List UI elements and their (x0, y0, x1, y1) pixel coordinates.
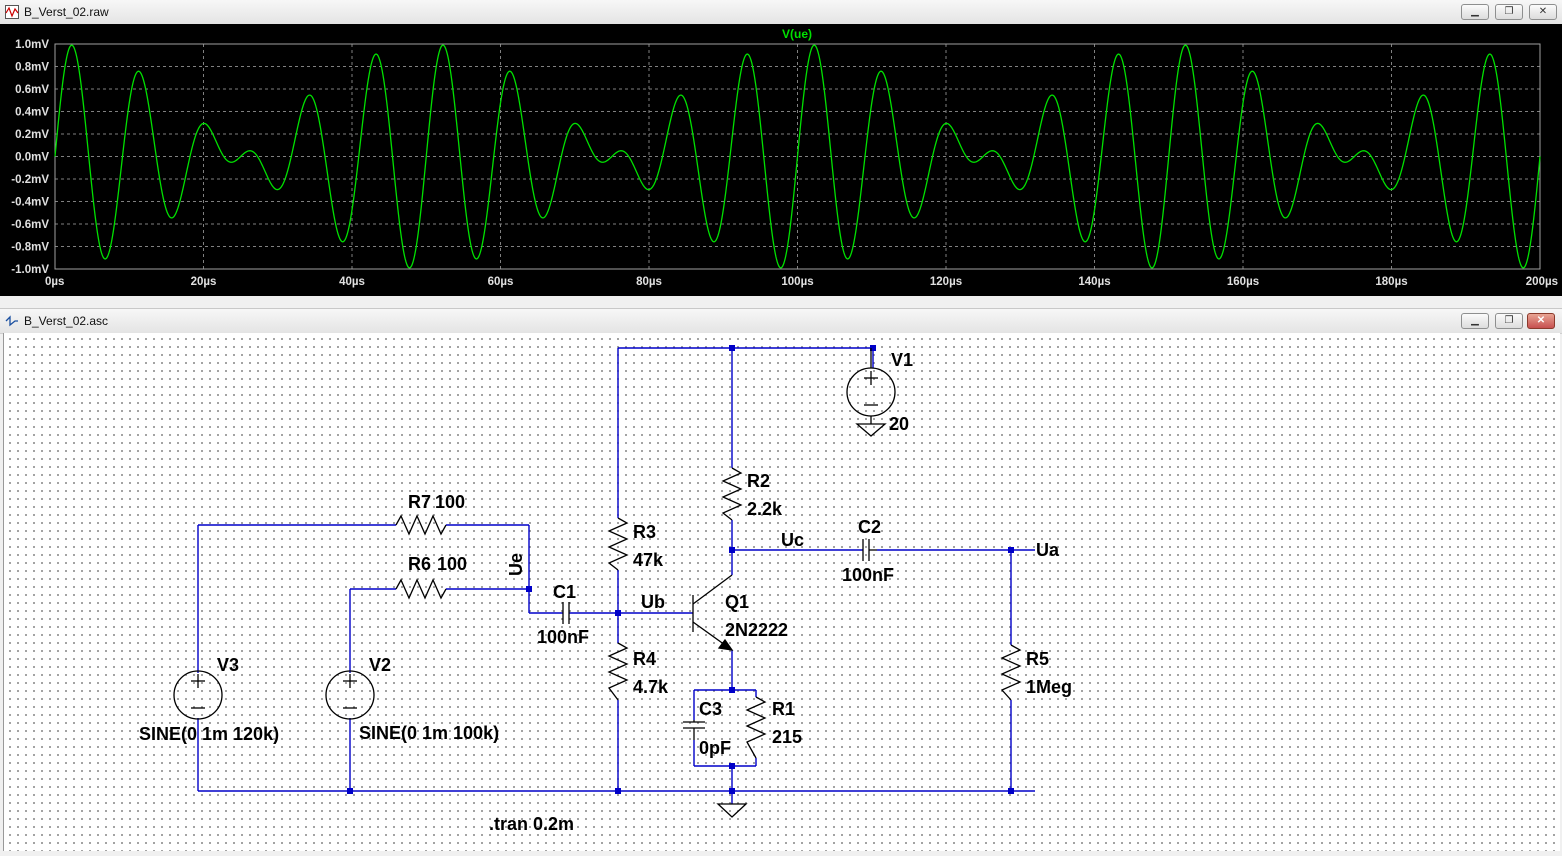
restore-button[interactable]: ❐ (1495, 313, 1523, 329)
net-label-ua[interactable]: Ua (1036, 540, 1060, 560)
x-tick-label: 40µs (339, 276, 365, 288)
tran-directive[interactable]: .tran 0.2m (489, 814, 574, 834)
c1-value[interactable]: 100nF (537, 627, 589, 647)
y-tick-label: -0.8mV (11, 242, 49, 254)
r1-name[interactable]: R1 (772, 699, 795, 719)
schematic-canvas[interactable]: V1 20 R2 2.2k R3 47k R4 4.7k R5 1Meg R1 … (3, 333, 1560, 851)
v2-value[interactable]: SINE(0 1m 100k) (359, 723, 499, 743)
v2-symbol (325, 670, 375, 720)
x-tick-label: 60µs (488, 276, 514, 288)
y-axis-ticks: 1.0mV 0.8mV 0.6mV 0.4mV 0.2mV 0.0mV -0.2mV -0.4… (11, 39, 49, 276)
waveform-window-title: B_Verst_02.raw (24, 5, 109, 19)
close-button[interactable]: ✕ (1527, 313, 1555, 329)
schematic-window-title: B_Verst_02.asc (24, 314, 109, 328)
y-tick-label: 0.4mV (15, 107, 49, 119)
junctions (347, 345, 1014, 794)
c3-name[interactable]: C3 (699, 699, 722, 719)
r7-value[interactable]: 100 (435, 492, 465, 512)
x-tick-label: 140µs (1078, 276, 1110, 288)
restore-button[interactable]: ❐ (1495, 4, 1523, 20)
v1-value[interactable]: 20 (889, 414, 909, 434)
c2-value[interactable]: 100nF (842, 565, 894, 585)
v1-name[interactable]: V1 (891, 350, 913, 370)
q1-symbol (692, 574, 734, 651)
r2-name[interactable]: R2 (747, 471, 770, 491)
y-tick-label: 1.0mV (15, 39, 49, 51)
r3-name[interactable]: R3 (633, 522, 656, 542)
net-label-ue[interactable]: Ue (506, 553, 526, 576)
r1-symbol (745, 696, 767, 759)
y-tick-label: 0.8mV (15, 62, 49, 74)
ground-icon (716, 803, 748, 818)
x-tick-label: 180µs (1375, 276, 1407, 288)
r3-symbol (607, 517, 629, 571)
schematic-titlebar[interactable]: B_Verst_02.asc ▁ ❐ ✕ (0, 308, 1562, 334)
r6-symbol (395, 578, 447, 600)
minimize-button[interactable]: ▁ (1461, 4, 1489, 20)
net-label-ub[interactable]: Ub (641, 592, 665, 612)
x-tick-label: 20µs (191, 276, 217, 288)
x-axis-ticks: 0µs 20µs 40µs 60µs 80µs 100µs 120µs 140µs 160µs 1… (45, 276, 1558, 288)
x-tick-label: 160µs (1227, 276, 1259, 288)
v3-name[interactable]: V3 (217, 655, 239, 675)
r4-name[interactable]: R4 (633, 649, 656, 669)
trace-label[interactable]: V(ue) (782, 27, 812, 41)
y-tick-label: -0.4mV (11, 197, 49, 209)
schematic-window: B_Verst_02.asc ▁ ❐ ✕ (0, 308, 1562, 851)
r4-symbol (607, 642, 629, 701)
r6-value[interactable]: 100 (437, 554, 467, 574)
r5-value[interactable]: 1Meg (1026, 677, 1072, 697)
c3-value[interactable]: 0pF (699, 738, 731, 758)
x-tick-label: 80µs (636, 276, 662, 288)
y-tick-label: 0.6mV (15, 84, 49, 96)
waveform-plot-area[interactable]: 1.0mV 0.8mV 0.6mV 0.4mV 0.2mV 0.0mV -0.2mV -0.4… (0, 24, 1562, 296)
waveform-plot[interactable]: 1.0mV 0.8mV 0.6mV 0.4mV 0.2mV 0.0mV -0.2mV -0.4… (0, 24, 1562, 296)
r2-symbol (721, 467, 743, 521)
trace-line (54, 44, 1541, 269)
x-tick-label: 0µs (45, 276, 64, 288)
y-tick-label: -0.2mV (11, 174, 49, 186)
v2-name[interactable]: V2 (369, 655, 391, 675)
q1-value[interactable]: 2N2222 (725, 620, 788, 640)
wires (197, 347, 1035, 804)
x-tick-label: 120µs (930, 276, 962, 288)
v3-value[interactable]: SINE(0 1m 120k) (139, 724, 279, 744)
waveform-file-icon (5, 5, 19, 19)
r3-value[interactable]: 47k (633, 550, 664, 570)
r5-symbol (1000, 644, 1022, 701)
schematic-file-icon (5, 315, 18, 327)
v1-symbol (846, 348, 896, 437)
r6-name[interactable]: R6 (408, 554, 431, 574)
c1-symbol (562, 602, 570, 624)
c2-symbol (862, 539, 877, 561)
v3-symbol (173, 670, 223, 720)
waveform-titlebar[interactable]: B_Verst_02.raw ▁ ❐ ✕ (0, 0, 1562, 25)
schematic-drawing[interactable]: V1 20 R2 2.2k R3 47k R4 4.7k R5 1Meg R1 … (4, 333, 1560, 851)
r5-name[interactable]: R5 (1026, 649, 1049, 669)
net-label-uc[interactable]: Uc (781, 530, 804, 550)
close-button[interactable]: ✕ (1529, 4, 1557, 20)
c3-symbol (683, 720, 705, 740)
minimize-button[interactable]: ▁ (1461, 313, 1489, 329)
y-tick-label: -1.0mV (11, 264, 49, 276)
x-tick-label: 200µs (1526, 276, 1558, 288)
r1-value[interactable]: 215 (772, 727, 802, 747)
y-tick-label: 0.0mV (15, 152, 49, 164)
x-tick-label: 100µs (781, 276, 813, 288)
c2-name[interactable]: C2 (858, 517, 881, 537)
c1-name[interactable]: C1 (553, 582, 576, 602)
waveform-window: B_Verst_02.raw ▁ ❐ ✕ 1.0mV 0.8mV 0.6mV 0.4m… (0, 0, 1562, 297)
r4-value[interactable]: 4.7k (633, 677, 669, 697)
q1-name[interactable]: Q1 (725, 592, 749, 612)
y-tick-label: -0.6mV (11, 219, 49, 231)
r2-value[interactable]: 2.2k (747, 499, 783, 519)
r7-name[interactable]: R7 (408, 492, 431, 512)
r7-symbol (395, 514, 447, 536)
y-tick-label: 0.2mV (15, 129, 49, 141)
